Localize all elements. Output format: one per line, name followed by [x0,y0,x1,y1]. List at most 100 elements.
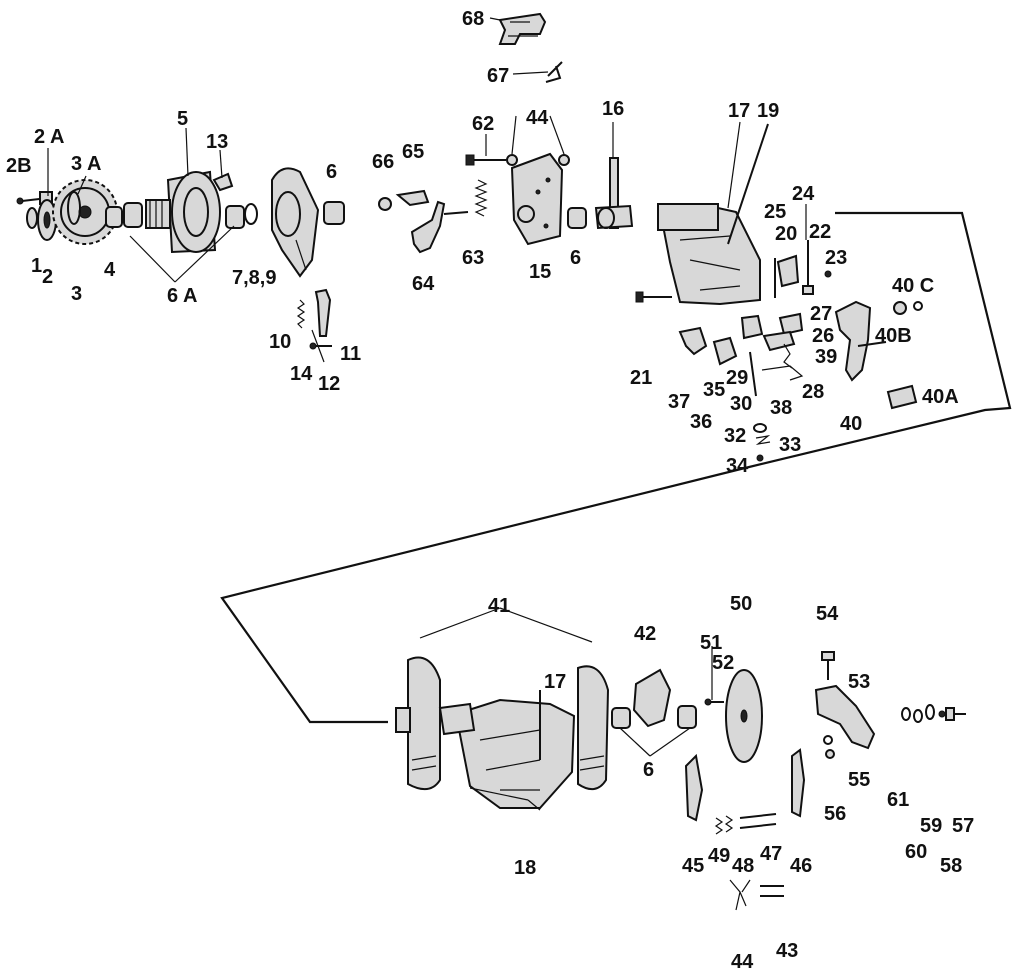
label-23: 23 [825,247,847,269]
label-45: 45 [682,855,704,877]
label-19: 19 [757,100,779,122]
part-28-link [761,365,804,381]
part-16-shaft [594,157,634,230]
label-22: 22 [809,221,831,243]
label-6-bottom: 6 [643,759,654,781]
label-43: 43 [776,940,798,962]
part-54-bolt [821,651,835,680]
part-10-cover [271,167,320,278]
part-37-clip [678,326,708,356]
part-65-bracket [395,189,430,207]
label-15: 15 [529,261,551,283]
part-11-lever [314,288,332,337]
part-40B-nut [893,301,907,315]
part-44-screw-b [558,154,570,166]
part-6A-bushing-right [225,205,245,229]
label-13: 13 [206,131,228,153]
part-35-cam [712,336,738,366]
label-41: 41 [488,595,510,617]
label-60: 60 [905,841,927,863]
label-44-top: 44 [526,107,549,129]
label-4: 4 [104,259,116,281]
part-20-plate [776,254,800,288]
part-48-spring [724,815,734,833]
part-27-block [778,312,804,336]
part-45-blade [684,753,704,822]
label-66: 66 [372,151,394,173]
label-6A: 6 A [167,285,197,307]
label-37: 37 [668,391,690,413]
label-40: 40 [840,413,862,435]
part-61-washer [901,707,911,721]
label-29: 29 [726,367,748,389]
part-42-hub [632,668,672,728]
label-55: 55 [848,769,870,791]
label-6-top-left: 6 [326,161,337,183]
part-44-fork [729,879,751,911]
part-14-spring [296,299,306,329]
part-66-nut [378,197,392,211]
label-2: 2 [42,266,53,288]
label-59: 59 [920,815,942,837]
part-60-washer [913,709,923,723]
part-64-lever [410,200,446,254]
label-16: 16 [602,98,624,120]
label-42: 42 [634,623,656,645]
part-68-bracket [498,12,547,45]
part-41-wheel-left [395,656,441,791]
label-32: 32 [724,425,746,447]
part-40C-washer [913,301,923,311]
part-3A-ring [67,191,81,225]
part-26-lever [762,330,796,352]
assembly-connector-line [220,211,1012,724]
label-58: 58 [940,855,962,877]
part-6A-bushing-left [123,202,143,228]
part-6-bushing-bottom-a [611,707,631,729]
label-62: 62 [472,113,494,135]
part-58-nut [938,710,946,718]
part-18-frame [438,698,576,809]
label-36: 36 [690,411,712,433]
label-25: 25 [764,201,786,223]
leader-lines [47,17,807,811]
label-3A: 3 A [71,153,101,175]
part-44-screw-a [506,154,518,166]
part-67-pin [545,61,563,83]
label-46: 46 [790,855,812,877]
part-6-bushing-top-left [323,201,345,225]
label-12: 12 [318,373,340,395]
part-1-washer [26,207,38,229]
label-40C: 40 C [892,275,934,297]
part-57-bolt [945,707,966,721]
label-49: 49 [708,845,730,867]
label-5: 5 [177,108,188,130]
label-3: 3 [71,283,82,305]
label-14: 14 [290,363,313,385]
label-7-8-9: 7,8,9 [232,267,276,289]
label-26: 26 [812,325,834,347]
part-39-spring [783,343,793,369]
label-21: 21 [630,367,652,389]
label-50: 50 [730,593,752,615]
part-19-rod [727,123,769,245]
part-41-wheel-right [577,665,610,791]
label-24: 24 [792,183,815,205]
part-15-plate [510,152,564,246]
label-11: 11 [340,343,361,365]
part-43-pins [760,885,784,897]
part-34-ball [756,454,764,462]
part-21-bolt [635,291,672,303]
label-34: 34 [726,455,749,477]
part-22-pin [802,240,814,295]
part-12-pin [309,342,332,350]
label-64: 64 [412,273,435,295]
label-53: 53 [848,671,870,693]
part-53-bracket [814,684,876,750]
label-67: 67 [487,65,509,87]
part-33-spring [755,435,771,445]
part-7-8-9-washer [244,203,258,225]
label-57: 57 [952,815,974,837]
part-5-drum [145,170,221,254]
part-40-arm [834,300,872,382]
